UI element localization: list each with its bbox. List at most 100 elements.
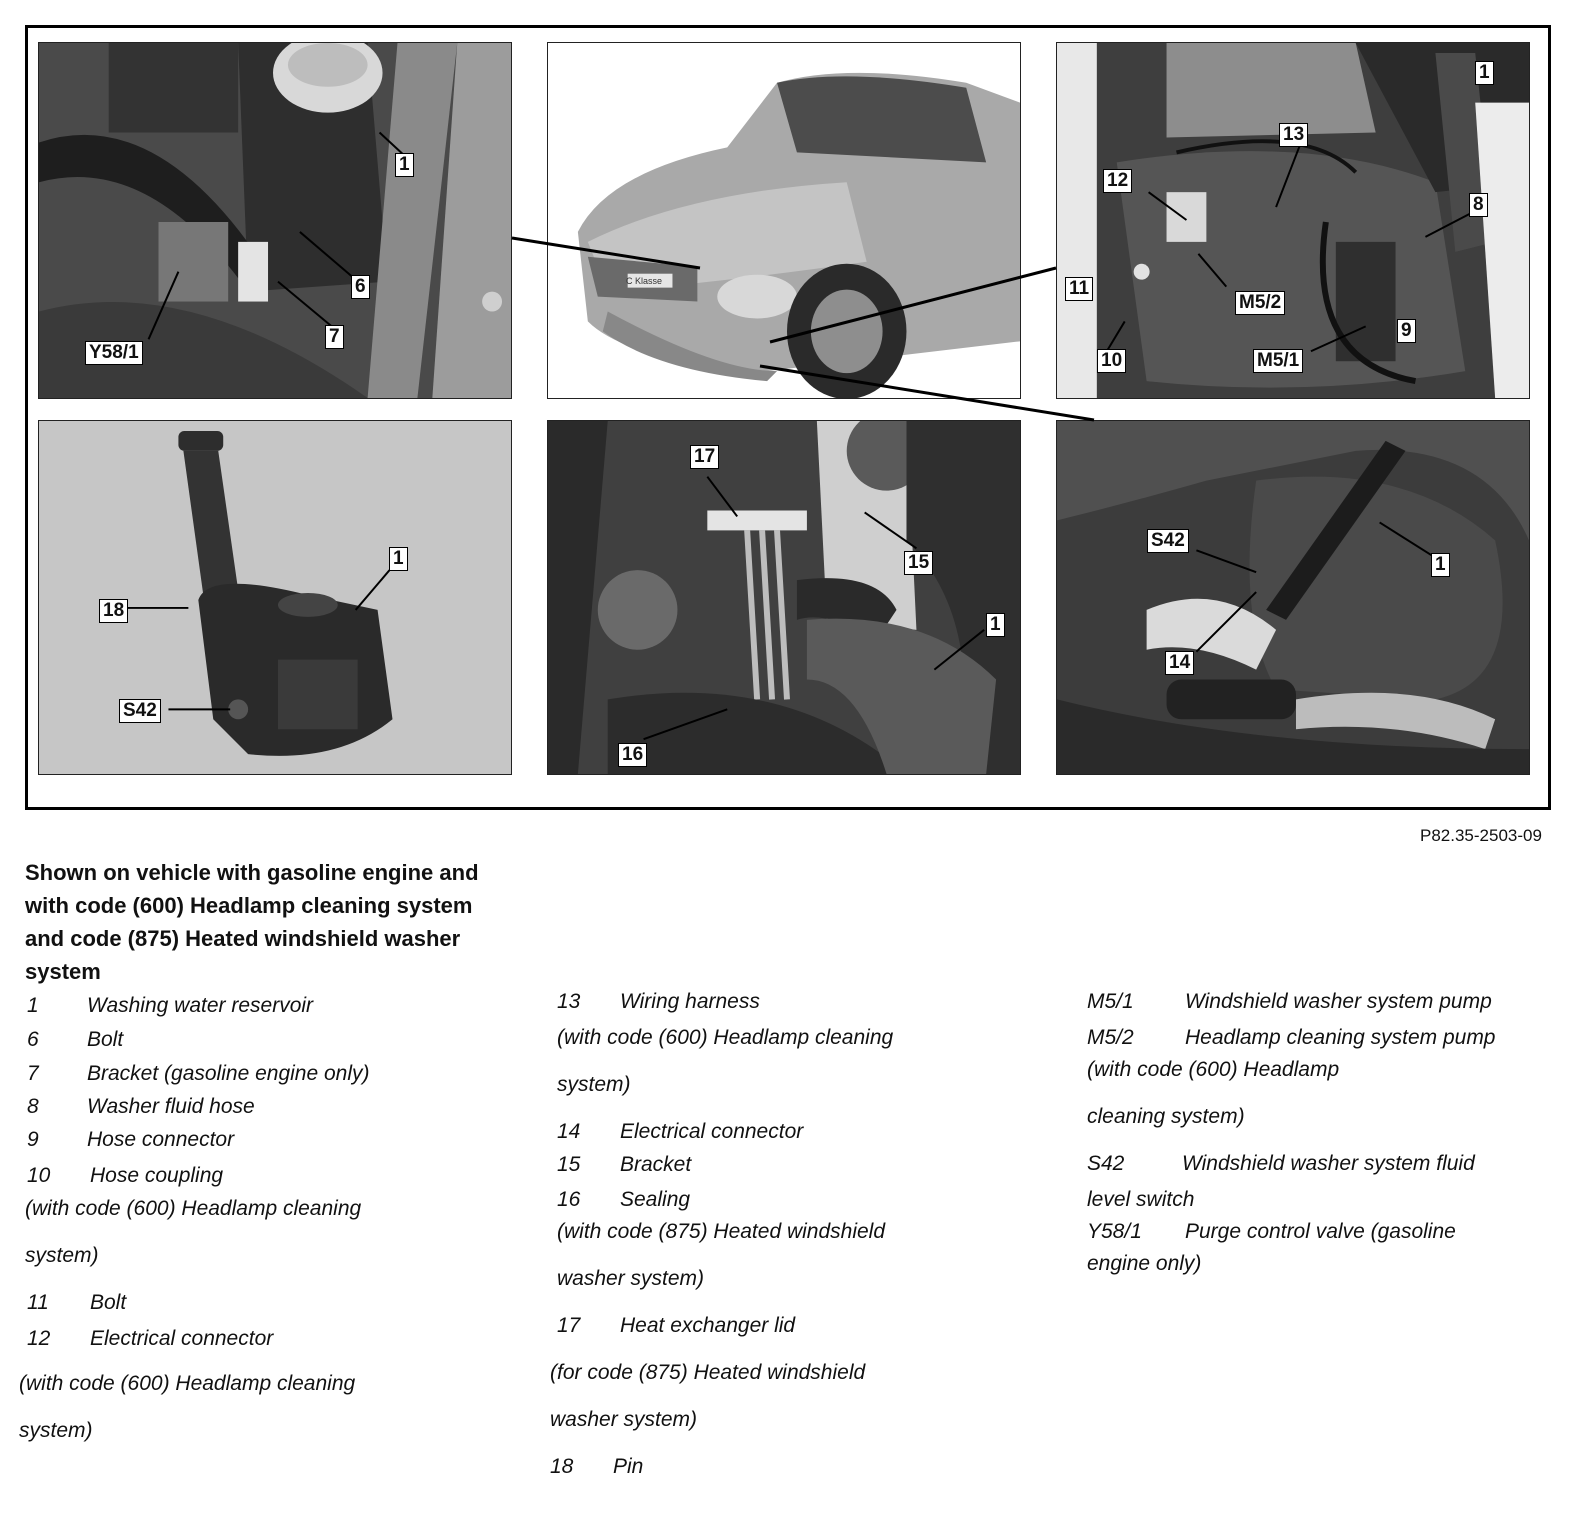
legend-item: system) [25, 1244, 99, 1268]
callout-14: 14 [1165, 651, 1195, 675]
legend-number: Y58/1 [1087, 1220, 1142, 1243]
legend-number: 10 [27, 1164, 51, 1187]
legend-number: 13 [557, 990, 581, 1013]
callout-S42: S42 [119, 699, 161, 723]
legend-number: S42 [1087, 1152, 1125, 1175]
legend-text: Heat exchanger lid [620, 1314, 796, 1337]
callout-15: 15 [904, 551, 934, 575]
legend-item: S42 Windshield washer system fluid [1087, 1152, 1475, 1176]
legend-number: 12 [27, 1327, 51, 1350]
engine-bay-illustration [39, 43, 511, 398]
model-badge: C Klasse [626, 276, 663, 286]
legend-text: washer system) [557, 1267, 705, 1290]
legend-text: (for code (875) Heated windshield [550, 1361, 866, 1384]
legend-number: M5/2 [1087, 1026, 1134, 1049]
callout-12: 12 [1103, 169, 1133, 193]
legend-item: washer system) [557, 1267, 704, 1291]
callout-13: 13 [1279, 123, 1309, 147]
legend-text: washer system) [550, 1408, 698, 1431]
legend-item: level switch [1087, 1188, 1194, 1212]
legend-text: Washing water reservoir [87, 994, 314, 1017]
legend-item: (for code (875) Heated windshield [550, 1361, 865, 1385]
legend-item: 1 Washing water reservoir [27, 994, 313, 1018]
legend-text: Bolt [87, 1028, 124, 1051]
callout-17: 17 [690, 445, 720, 469]
legend-item: system) [19, 1419, 93, 1443]
legend-item: (with code (600) Headlamp cleaning [19, 1372, 355, 1396]
legend-text: Electrical connector [90, 1327, 274, 1350]
legend-text: Windshield washer system fluid [1182, 1152, 1475, 1175]
callout-S42: S42 [1147, 529, 1189, 553]
legend-text: Hose connector [87, 1128, 235, 1151]
legend-item: M5/2 Headlamp cleaning system pump [1087, 1026, 1496, 1050]
legend-text: system) [25, 1244, 99, 1267]
legend-item: cleaning system) [1087, 1105, 1245, 1129]
legend-text: Headlamp cleaning system pump [1185, 1026, 1496, 1049]
vehicle-illustration [548, 43, 1020, 398]
legend-text: (with code (875) Heated windshield [557, 1220, 886, 1243]
panel-vehicle-overview: C Klasse [547, 42, 1021, 399]
legend-text: (with code (600) Headlamp [1087, 1058, 1340, 1081]
legend-text: system) [19, 1419, 93, 1442]
legend-text: level switch [1087, 1188, 1195, 1211]
legend-number: 8 [27, 1095, 39, 1118]
legend-text: cleaning system) [1087, 1105, 1245, 1128]
callout-Y58-1: Y58/1 [85, 341, 143, 365]
legend-text: Windshield washer system pump [1185, 990, 1492, 1013]
callout-16: 16 [618, 743, 648, 767]
callout-7: 7 [325, 325, 344, 349]
callout-1: 1 [389, 547, 408, 571]
callout-1: 1 [1475, 61, 1494, 85]
legend-number: M5/1 [1087, 990, 1134, 1013]
callout-1: 1 [1431, 553, 1450, 577]
legend-text: Bracket [620, 1153, 692, 1176]
legend-number: 17 [557, 1314, 581, 1337]
callout-11: 11 [1065, 277, 1094, 301]
legend-item: (with code (600) Headlamp cleaning [25, 1197, 361, 1221]
panel-reservoir-installed: 1 13 12 8 11 M5/2 10 M5/1 9 [1056, 42, 1530, 399]
legend-number: 6 [27, 1028, 39, 1051]
figure-frame [25, 25, 1551, 810]
callout-18: 18 [99, 599, 129, 623]
legend-number: 18 [550, 1455, 574, 1478]
reservoir-installed-illustration [1057, 43, 1529, 398]
legend-item: 13 Wiring harness [557, 990, 760, 1014]
legend-item: 9 Hose connector [27, 1128, 234, 1152]
legend-text: Hose coupling [90, 1164, 224, 1187]
panel-reservoir-underside: S42 1 14 [1056, 420, 1530, 775]
legend-number: 1 [27, 994, 39, 1017]
panel-engine-bay: 1 6 7 Y58/1 [38, 42, 512, 399]
legend-item: engine only) [1087, 1252, 1201, 1276]
legend-item: 12 Electrical connector [27, 1327, 273, 1351]
legend-text: Electrical connector [620, 1120, 804, 1143]
callout-M5-2: M5/2 [1235, 291, 1286, 315]
legend-text: engine only) [1087, 1252, 1202, 1275]
legend-text: Bolt [90, 1291, 127, 1314]
legend-number: 16 [557, 1188, 581, 1211]
legend-number: 9 [27, 1128, 39, 1151]
legend-text: (with code (600) Headlamp cleaning [25, 1197, 362, 1220]
panel-reservoir-removed: 1 18 S42 [38, 420, 512, 775]
legend-item: 17 Heat exchanger lid [557, 1314, 795, 1338]
legend-text: Wiring harness [620, 990, 760, 1013]
panel-wheel-well: 17 15 1 16 [547, 420, 1021, 775]
callout-6: 6 [351, 275, 370, 299]
legend-item: (with code (600) Headlamp [1087, 1058, 1339, 1082]
callout-10: 10 [1097, 349, 1127, 373]
legend-item: system) [557, 1073, 631, 1097]
callout-1: 1 [395, 153, 414, 177]
legend-item: washer system) [550, 1408, 697, 1432]
legend-text: Bracket (gasoline engine only) [87, 1062, 370, 1085]
legend-item: 16 Sealing [557, 1188, 690, 1212]
callout-M5-1: M5/1 [1253, 349, 1304, 373]
figure-reference: P82.35-2503-09 [1420, 826, 1542, 845]
legend-text: system) [557, 1073, 631, 1096]
legend-item: 10 Hose coupling [27, 1164, 223, 1188]
legend-item: (with code (875) Heated windshield [557, 1220, 885, 1244]
legend-text: Sealing [620, 1188, 691, 1211]
legend-item: 6 Bolt [27, 1028, 123, 1052]
